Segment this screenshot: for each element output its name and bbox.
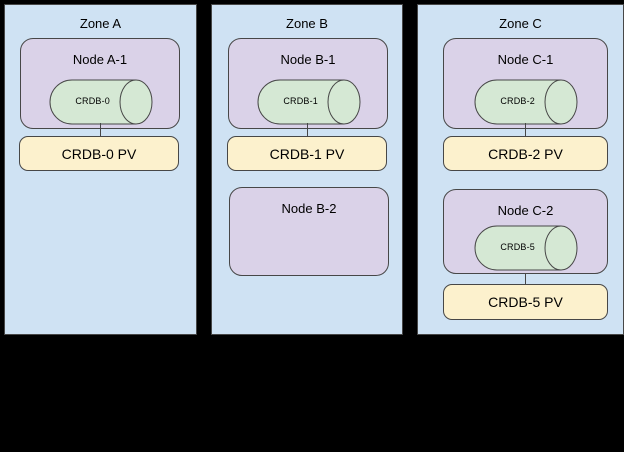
zone-a: Zone A Node A-1 CRDB-0 CRDB-0 PV	[4, 4, 197, 335]
node-a-1-label: Node A-1	[72, 52, 128, 67]
crdb-2-pod: CRDB-2	[474, 79, 578, 125]
node-c-2-label: Node C-2	[497, 203, 554, 218]
crdb-1-pv: CRDB-1 PV	[227, 136, 387, 171]
crdb-2-pv: CRDB-2 PV	[443, 136, 608, 171]
connector-crdb-5	[525, 274, 526, 284]
crdb-1-pv-label: CRDB-1 PV	[269, 145, 345, 162]
database-cylinder-icon	[474, 225, 578, 271]
node-b-2-label: Node B-2	[281, 201, 337, 216]
crdb-0-pod: CRDB-0	[49, 79, 153, 125]
node-b-1: Node B-1 CRDB-1	[228, 38, 388, 129]
crdb-1-pod-label: CRDB-1	[283, 96, 319, 107]
zone-b-label: Zone B	[286, 16, 328, 31]
zone-c: Zone C Node C-1 CRDB-2 CRDB-2 PV Node C-…	[417, 4, 624, 335]
crdb-5-pod-label: CRDB-5	[500, 242, 536, 253]
crdb-5-pv: CRDB-5 PV	[443, 284, 608, 320]
crdb-1-pod: CRDB-1	[257, 79, 361, 125]
node-b-2: Node B-2	[229, 187, 389, 276]
connector-crdb-2	[525, 123, 526, 136]
crdb-5-pv-label: CRDB-5 PV	[488, 294, 563, 310]
connector-crdb-1	[307, 123, 308, 136]
crdb-0-pv: CRDB-0 PV	[19, 136, 179, 171]
zone-a-label: Zone A	[79, 16, 122, 31]
crdb-0-pv-label: CRDB-0 PV	[61, 145, 137, 162]
node-b-1-label: Node B-1	[280, 52, 336, 67]
crdb-2-pod-label: CRDB-2	[500, 96, 536, 107]
database-cylinder-icon	[257, 79, 361, 125]
node-a-1: Node A-1 CRDB-0	[20, 38, 180, 129]
node-c-2: Node C-2 CRDB-5	[443, 189, 608, 274]
database-cylinder-icon	[49, 79, 153, 125]
node-c-1: Node C-1 CRDB-2	[443, 38, 608, 129]
crdb-5-pod: CRDB-5	[474, 225, 578, 271]
database-cylinder-icon	[474, 79, 578, 125]
crdb-2-pv-label: CRDB-2 PV	[488, 145, 563, 162]
crdb-0-pod-label: CRDB-0	[75, 96, 111, 107]
zone-b: Zone B Node B-1 CRDB-1 CRDB-1 PV Node B-…	[211, 4, 403, 335]
zone-c-label: Zone C	[499, 16, 542, 31]
connector-crdb-0	[100, 123, 101, 136]
node-c-1-label: Node C-1	[497, 52, 554, 67]
